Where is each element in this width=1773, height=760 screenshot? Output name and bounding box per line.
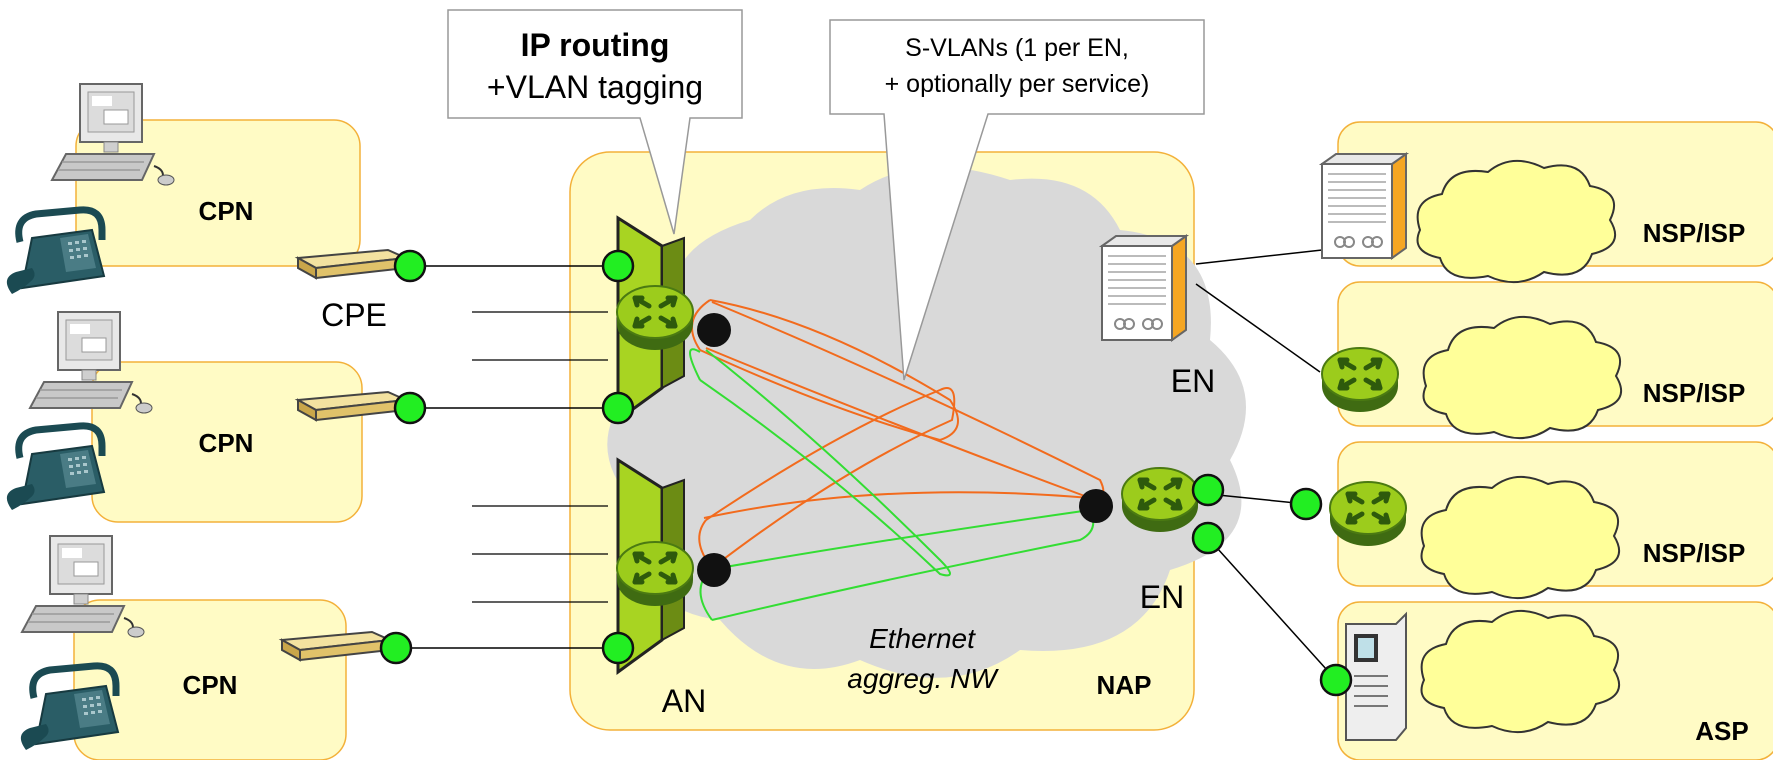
label-nap: NAP	[1097, 670, 1152, 700]
label-cpn-1: CPN	[199, 196, 254, 226]
vlan-orange-3	[705, 387, 956, 569]
uplink-port-an-top	[697, 313, 731, 347]
cpn-zone-3	[73, 599, 347, 760]
label-en-top: EN	[1171, 363, 1215, 399]
callout-svlan-line1: S-VLANs (1 per EN,	[905, 34, 1129, 62]
isp-server-icon	[1321, 153, 1407, 259]
label-asp: ASP	[1695, 716, 1748, 746]
uplink-port-en	[1079, 489, 1113, 523]
port-an-top-2	[601, 391, 635, 425]
port-isp-3	[1289, 487, 1323, 521]
callout-ip-routing-title: IP routing	[521, 27, 670, 63]
port-cpe-2	[393, 391, 427, 425]
label-nsp-isp-2: NSP/ISP	[1643, 378, 1746, 408]
vlan-orange-4	[703, 491, 1091, 519]
callout-svlans	[829, 19, 1205, 381]
callout-ip-routing-sub: +VLAN tagging	[487, 69, 703, 105]
label-en-bottom: EN	[1140, 579, 1184, 615]
vlan-orange-1	[699, 299, 959, 442]
en-server-icon	[1101, 235, 1187, 341]
label-cpe: CPE	[321, 297, 387, 333]
label-an: AN	[662, 683, 706, 719]
vlan-green-1	[699, 349, 951, 577]
asp-server-icon	[1345, 611, 1407, 741]
cpn-zone-2	[91, 361, 363, 523]
uplink-port-an-bottom	[697, 553, 731, 587]
label-ethernet-line2: aggreg. NW	[847, 663, 999, 694]
en-router-icon	[1122, 468, 1198, 532]
label-nsp-isp-3: NSP/ISP	[1643, 538, 1746, 568]
label-nsp-isp-1: NSP/ISP	[1643, 218, 1746, 248]
port-en-1	[1191, 473, 1225, 507]
cpe-device-3-icon	[278, 630, 394, 662]
an-router-bottom-icon	[617, 542, 693, 606]
port-cpe-1	[393, 249, 427, 283]
isp-router-3-icon	[1330, 482, 1406, 546]
label-ethernet-line1: Ethernet	[869, 623, 976, 654]
port-cpe-3	[379, 631, 413, 665]
phone-2-icon	[7, 426, 104, 510]
port-asp	[1319, 663, 1353, 697]
port-an-top-1	[601, 249, 635, 283]
label-cpn-3: CPN	[183, 670, 238, 700]
ethernet-aggregation-cloud	[607, 167, 1246, 678]
an-router-top-icon	[617, 286, 693, 350]
vlan-green-3	[689, 348, 701, 381]
port-en-2	[1191, 521, 1225, 555]
callout-ip-routing	[447, 9, 743, 235]
label-cpn-2: CPN	[199, 428, 254, 458]
isp-router-2-icon	[1322, 348, 1398, 412]
callout-svlan-line2: + optionally per service)	[885, 70, 1150, 98]
port-an-bottom	[601, 631, 635, 665]
cpe-device-2-icon	[294, 390, 410, 422]
vlan-green-2	[707, 508, 1095, 621]
